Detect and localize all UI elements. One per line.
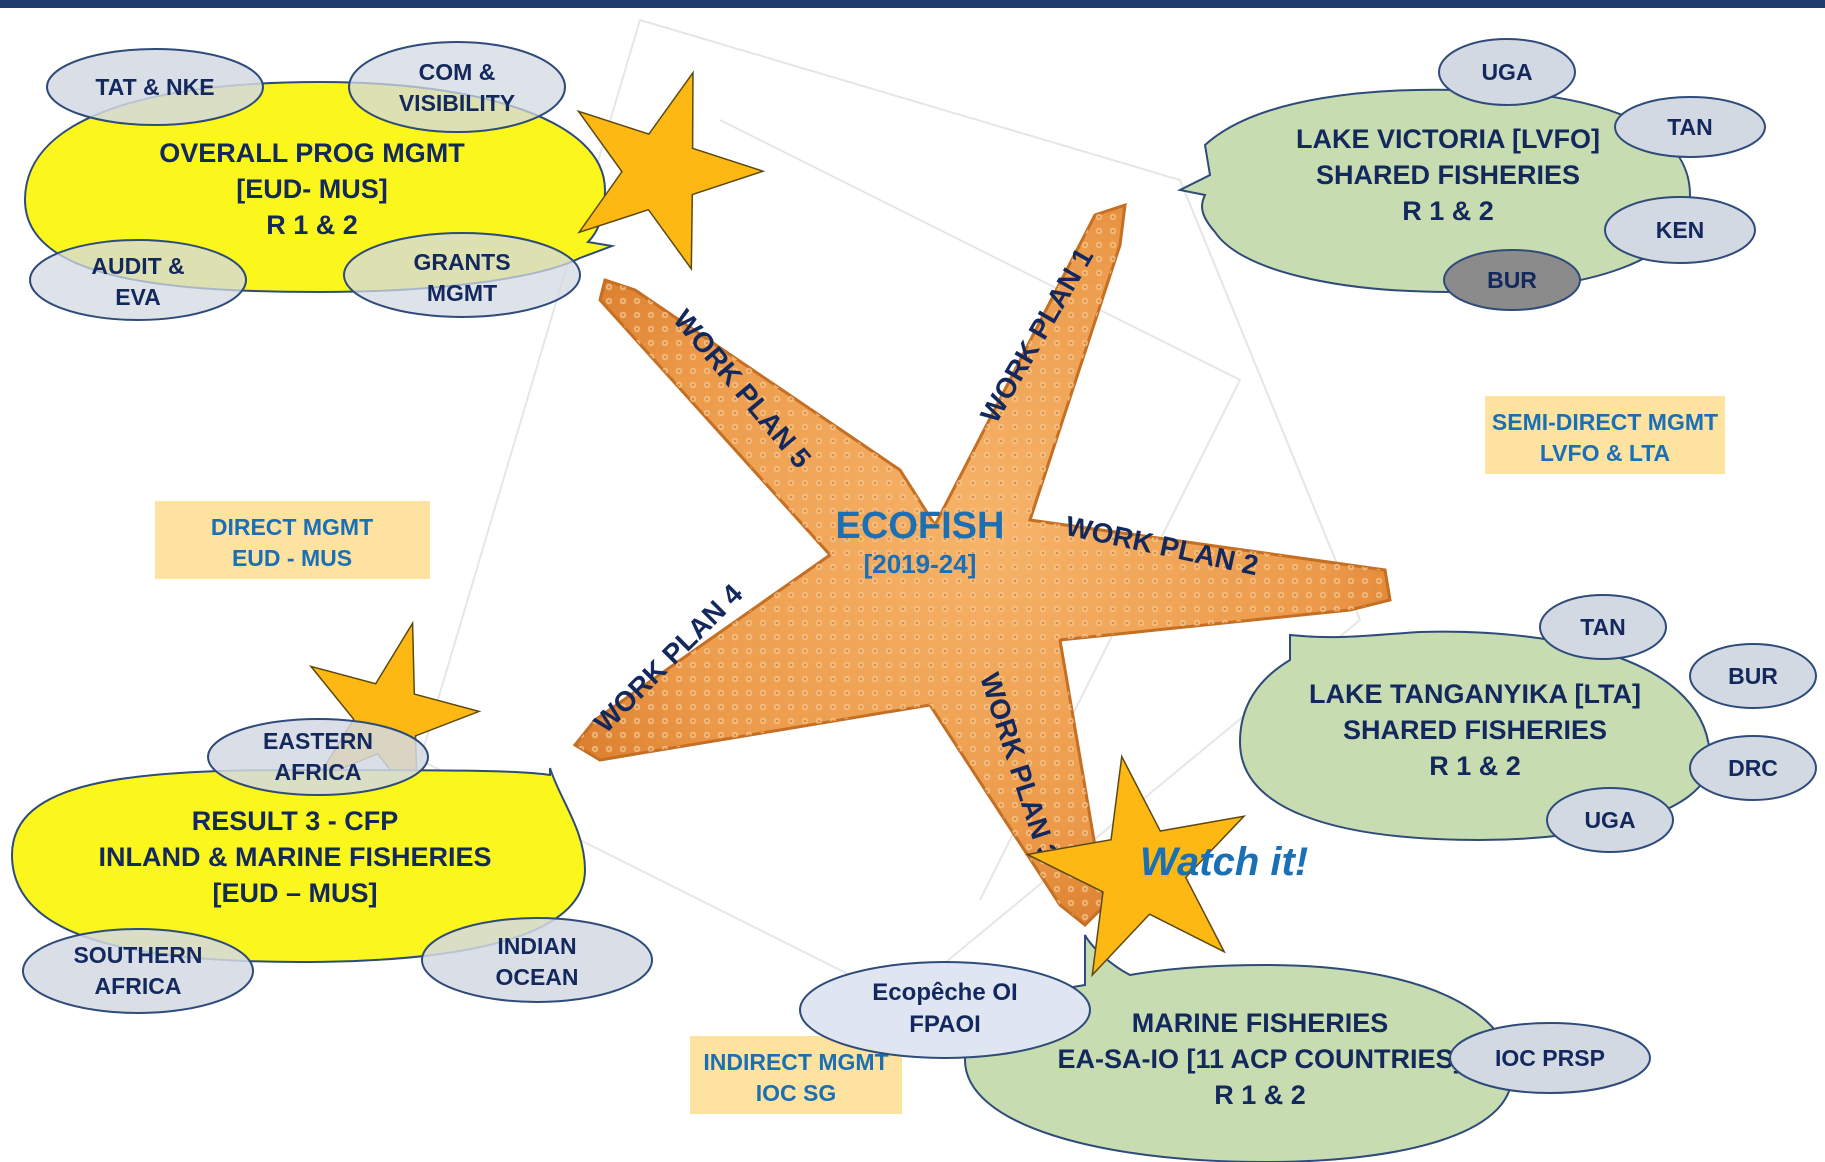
ecopeche-line-2: FPAOI bbox=[909, 1011, 981, 1038]
indirect-line-1: INDIRECT MGMT bbox=[703, 1049, 888, 1075]
indian-ocean-line-2: OCEAN bbox=[495, 964, 578, 990]
ecopeche-line-1: Ecopêche OI bbox=[872, 979, 1017, 1006]
ken-lv-label: KEN bbox=[1656, 217, 1705, 243]
star-icon-watch bbox=[1024, 754, 1247, 978]
southern-africa-line-1: SOUTHERN bbox=[73, 942, 202, 968]
uga-lv-label: UGA bbox=[1481, 59, 1532, 85]
result3-line-2: INLAND & MARINE FISHERIES bbox=[98, 842, 491, 872]
direct-line-2: EUD - MUS bbox=[232, 545, 352, 571]
satellite-southern-africa bbox=[22, 928, 254, 1014]
bur-lv-label: BUR bbox=[1487, 267, 1537, 293]
satellite-indian-ocean bbox=[421, 917, 653, 1003]
overall-prog-line-2: [EUD- MUS] bbox=[236, 174, 387, 204]
indirect-line-2: IOC SG bbox=[756, 1080, 837, 1106]
direct-box bbox=[155, 501, 430, 579]
tan-lt-label: TAN bbox=[1580, 614, 1626, 640]
lake-victoria-line-1: LAKE VICTORIA [LVFO] bbox=[1296, 124, 1600, 154]
satellite-bur-lt bbox=[1689, 643, 1817, 709]
satellite-uga-lt bbox=[1546, 787, 1674, 853]
overall-prog-line-1: OVERALL PROG MGMT bbox=[159, 138, 465, 168]
satellite-eastern-africa bbox=[207, 718, 429, 796]
grants-mgmt-line-1: GRANTS bbox=[413, 249, 510, 275]
semi-direct-line-2: LVFO & LTA bbox=[1540, 440, 1670, 466]
direct-line-1: DIRECT MGMT bbox=[211, 514, 373, 540]
starfish-texture bbox=[575, 205, 1390, 925]
semi-direct-box bbox=[1485, 396, 1725, 474]
satellite-tat-nke bbox=[46, 48, 264, 126]
lake-tanganyika-line-1: LAKE TANGANYIKA [LTA] bbox=[1309, 679, 1641, 709]
lake-tanganyika-line-3: R 1 & 2 bbox=[1429, 751, 1521, 781]
lake-tanganyika-line-2: SHARED FISHERIES bbox=[1343, 715, 1607, 745]
com-visibility-line-1: COM & bbox=[419, 59, 496, 85]
lake-victoria-line-3: R 1 & 2 bbox=[1402, 196, 1494, 226]
satellite-ken-lv bbox=[1604, 196, 1756, 264]
lake-victoria-group: LAKE VICTORIA [LVFO] SHARED FISHERIES R … bbox=[1176, 38, 1766, 311]
overall-prog-group: OVERALL PROG MGMT [EUD- MUS] R 1 & 2 TAT… bbox=[23, 41, 616, 321]
satellite-bur-lv bbox=[1443, 249, 1581, 311]
top-header-bar bbox=[0, 0, 1825, 8]
eastern-africa-line-2: AFRICA bbox=[275, 759, 362, 785]
result3-group: RESULT 3 - CFP INLAND & MARINE FISHERIES… bbox=[10, 718, 653, 1014]
bur-lt-label: BUR bbox=[1728, 663, 1778, 689]
tat-nke-label: TAT & NKE bbox=[95, 74, 214, 100]
marine-group: MARINE FISHERIES EA-SA-IO [11 ACP COUNTR… bbox=[799, 934, 1651, 1162]
drc-lt-label: DRC bbox=[1728, 755, 1778, 781]
marine-line-3: R 1 & 2 bbox=[1214, 1080, 1306, 1110]
marine-line-2: EA-SA-IO [11 ACP COUNTRIES] bbox=[1057, 1044, 1462, 1074]
semi-direct-line-1: SEMI-DIRECT MGMT bbox=[1492, 409, 1718, 435]
eastern-africa-line-1: EASTERN bbox=[263, 728, 373, 754]
com-visibility-line-2: VISIBILITY bbox=[399, 90, 515, 116]
lake-tanganyika-group: LAKE TANGANYIKA [LTA] SHARED FISHERIES R… bbox=[1238, 594, 1817, 853]
tan-lv-label: TAN bbox=[1667, 114, 1713, 140]
satellite-tan-lv bbox=[1614, 96, 1766, 158]
grants-mgmt-line-2: MGMT bbox=[427, 280, 497, 306]
satellite-tan-lt bbox=[1539, 594, 1667, 660]
lake-victoria-line-2: SHARED FISHERIES bbox=[1316, 160, 1580, 190]
starfish bbox=[572, 202, 1392, 928]
ioc-prsp-label: IOC PRSP bbox=[1495, 1045, 1605, 1071]
marine-bubble bbox=[963, 934, 1514, 1162]
satellite-audit-eva bbox=[29, 239, 247, 321]
satellite-ecopeche-oi bbox=[799, 961, 1091, 1059]
overall-prog-line-3: R 1 & 2 bbox=[266, 210, 358, 240]
ecofish-years: [2019-24] bbox=[864, 549, 977, 579]
result3-line-1: RESULT 3 - CFP bbox=[192, 806, 399, 836]
satellite-drc-lt bbox=[1689, 735, 1817, 801]
uga-lt-label: UGA bbox=[1584, 807, 1635, 833]
marine-line-1: MARINE FISHERIES bbox=[1132, 1008, 1389, 1038]
lake-victoria-bubble bbox=[1176, 88, 1692, 294]
satellite-grants-mgmt bbox=[343, 232, 581, 318]
satellite-com-visibility bbox=[348, 41, 566, 133]
indian-ocean-line-1: INDIAN bbox=[497, 933, 576, 959]
audit-eva-line-2: EVA bbox=[115, 284, 161, 310]
southern-africa-line-2: AFRICA bbox=[95, 973, 182, 999]
watch-it-label: Watch it! bbox=[1140, 840, 1308, 884]
audit-eva-line-1: AUDIT & bbox=[91, 253, 184, 279]
ecofish-title: ECOFISH bbox=[836, 505, 1005, 547]
satellite-uga-lv bbox=[1438, 38, 1576, 106]
satellite-ioc-prsp bbox=[1449, 1022, 1651, 1094]
star-icon-top bbox=[576, 70, 766, 272]
result3-line-3: [EUD – MUS] bbox=[212, 878, 377, 908]
